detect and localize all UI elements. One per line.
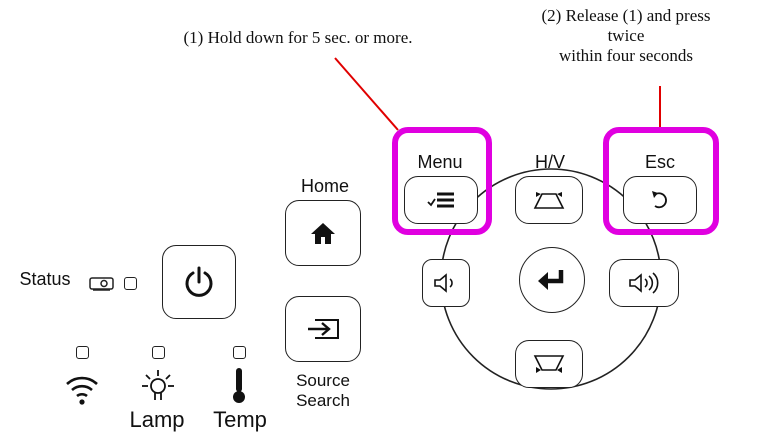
keystone-bottom-button[interactable] [515,340,583,388]
source-search-button[interactable] [285,296,361,362]
keystone-bottom-icon [533,355,565,373]
volume-up-button[interactable] [609,259,679,307]
leader-line-1 [334,57,399,131]
annotation-step-2-line-3: within four seconds [558,46,694,65]
volume-down-icon [434,273,453,293]
annotation-step-2-line-2: twice [607,26,645,45]
annotation-step-2-line-1: (2) Release (1) and press [541,6,711,25]
menu-highlight [392,127,492,235]
return-arrow-icon [652,191,667,209]
volume-up-icon [629,272,659,294]
lamp-label: Lamp [129,407,185,432]
power-icon [185,266,213,297]
annotation-step-2: (2) Release (1) and press twice within f… [488,6,758,66]
wifi-icon [66,376,98,405]
keystone-top-button[interactable] [515,176,583,224]
home-label: Home [300,176,349,196]
lamp-indicator [152,346,165,359]
enter-button[interactable] [519,247,585,313]
annotation-step-1: (1) Hold down for 5 sec. or more. [183,28,413,47]
esc-highlight [603,127,719,235]
esc-button[interactable] [623,176,697,224]
source-label-line-2: Search [296,391,350,410]
lamp-icon [142,370,174,400]
home-icon [311,223,335,244]
esc-label: Esc [644,152,675,172]
power-button[interactable] [162,245,236,319]
status-label: Status [19,269,71,289]
source-search-icon [308,319,339,339]
source-label-line-1: Source [296,371,350,390]
enter-icon [538,270,564,290]
keystone-top-icon [533,192,565,209]
temp-indicator [233,346,246,359]
volume-down-button[interactable] [422,259,470,307]
thermometer-icon [233,368,245,403]
menu-list-icon [427,192,454,208]
wifi-indicator [76,346,89,359]
hv-label: H/V [534,152,565,172]
projector-icon [89,277,114,291]
source-search-label: Source Search [283,371,363,411]
menu-label: Menu [417,152,463,172]
menu-button[interactable] [404,176,478,224]
temp-label: Temp [213,407,267,432]
home-button[interactable] [285,200,361,266]
status-indicator [124,277,137,290]
